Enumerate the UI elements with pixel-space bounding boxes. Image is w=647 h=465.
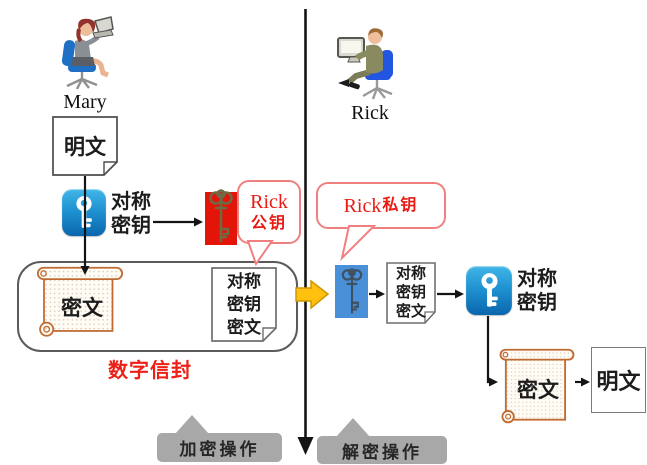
- key-icon: [76, 195, 92, 228]
- arrow-symkey-to-ciphertext: [486, 316, 498, 387]
- person-at-computer-icon: [337, 28, 393, 100]
- callout-pointer: [336, 418, 370, 437]
- public-key-bubble-line2: 公钥: [250, 215, 287, 232]
- key-doc-right-line2: 密钥: [395, 284, 426, 301]
- sym-key-label-left-line1: 对称: [111, 191, 151, 213]
- plaintext-box-right: 明文: [591, 347, 646, 413]
- sym-key-label-right-line2: 密钥: [517, 292, 557, 314]
- public-key-bubble: Rick 公钥: [237, 180, 301, 244]
- key-doc-left-line3: 密文: [227, 318, 261, 337]
- mary-label: Mary: [63, 91, 107, 113]
- key-ciphertext-doc-right: 对称 密钥 密文: [386, 262, 436, 324]
- key-ciphertext-doc-left: 对称 密钥 密文: [211, 267, 277, 342]
- key-doc-right-line3: 密文: [395, 303, 426, 320]
- private-key-bubble-en: Rick: [343, 194, 382, 217]
- key-doc-right-line1: 对称: [395, 265, 426, 282]
- plaintext-doc-left: 明文: [52, 116, 118, 176]
- vintage-key-icon: [341, 268, 363, 314]
- rick-label: Rick: [351, 102, 389, 124]
- scroll-icon: [499, 348, 575, 424]
- sym-key-label-right-line1: 对称: [517, 268, 557, 290]
- flow-arrow: [295, 279, 330, 310]
- ciphertext-label-left: 密文: [61, 296, 103, 320]
- mary-figure: [55, 13, 115, 91]
- ciphertext-scroll-left: 密文: [36, 266, 124, 338]
- document-icon: [386, 262, 436, 324]
- key-doc-left-line2: 密钥: [227, 295, 261, 314]
- person-at-laptop-icon: [61, 16, 114, 90]
- public-key-block: [205, 189, 237, 245]
- sym-key-label-left: 对称 密钥: [111, 190, 151, 238]
- document-icon: [52, 116, 118, 176]
- plaintext-label-right: 明文: [596, 369, 641, 394]
- sym-key-icon-left: [62, 189, 106, 236]
- digital-envelope-label: 数字信封: [108, 360, 192, 382]
- encrypt-operation-callout: 加密操作: [157, 414, 282, 462]
- vintage-key-icon: [209, 189, 233, 243]
- decrypt-operation-label: 解密操作: [342, 442, 422, 462]
- key-icon: [480, 272, 498, 307]
- private-key-block: [335, 265, 368, 318]
- sym-key-label-left-line2: 密钥: [111, 215, 151, 237]
- private-key-bubble: Rick 私钥: [316, 182, 446, 229]
- private-key-bubble-zh: 私钥: [382, 196, 419, 214]
- public-key-bubble-line1: Rick: [250, 191, 288, 213]
- ciphertext-label-right: 密文: [517, 378, 559, 402]
- rick-figure: [336, 24, 404, 102]
- key-doc-left-line1: 对称: [227, 272, 261, 291]
- decrypt-operation-callout: 解密操作: [317, 417, 447, 464]
- plaintext-label-left: 明文: [64, 135, 106, 159]
- callout-pointer: [175, 415, 209, 434]
- encrypt-operation-label: 加密操作: [179, 440, 260, 459]
- private-key-bubble-tail: [340, 225, 377, 262]
- sym-key-label-right: 对称 密钥: [517, 267, 557, 315]
- ciphertext-scroll-right: 密文: [499, 348, 575, 426]
- scroll-icon: [36, 266, 124, 337]
- sym-key-icon-right: [466, 266, 512, 315]
- document-icon: [211, 267, 277, 342]
